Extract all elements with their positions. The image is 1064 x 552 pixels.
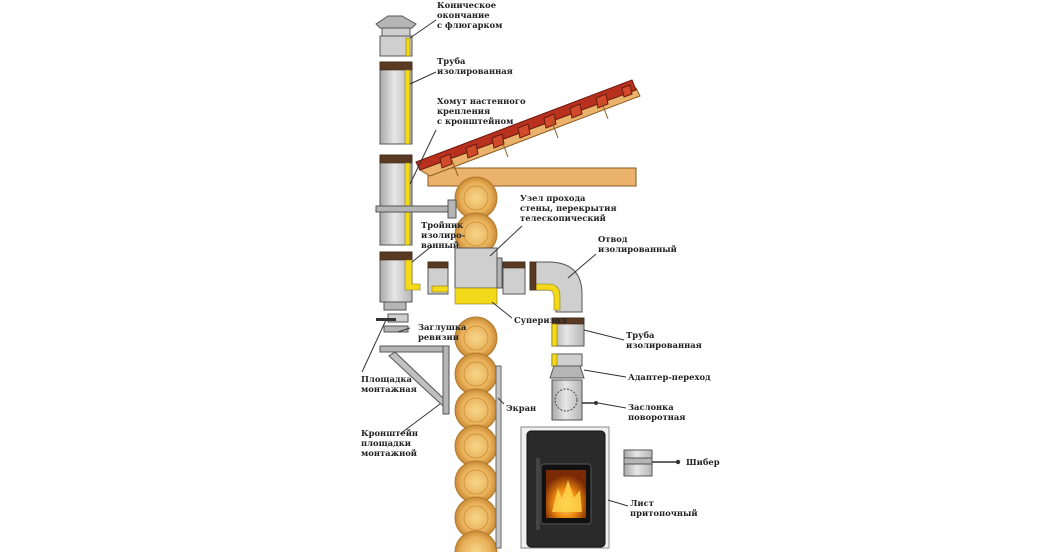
mount-platform — [376, 318, 396, 321]
label-pass-through: Узел прохода стены, перекрытия телескопи… — [520, 193, 619, 223]
label-wall-clamp: Хомут настенного крепления с кронштейном — [437, 96, 529, 126]
label-inspection-cap: Заглушка ревизии — [418, 322, 469, 342]
leader-lines — [361, 19, 629, 507]
label-mount-platform: Площадка монтажная — [361, 374, 417, 394]
log-wall — [454, 176, 498, 552]
stove — [520, 426, 610, 549]
label-pipe-insulated-top: Труба изолированная — [437, 56, 513, 76]
platform-bracket — [379, 345, 450, 415]
label-superizol: Суперизол — [514, 315, 566, 325]
chimney-vertical — [375, 15, 457, 333]
label-elbow: Отвод изолированный — [598, 234, 677, 254]
roof-battens — [451, 102, 609, 177]
ceiling-beam — [427, 167, 637, 187]
superizol-insulation — [454, 287, 498, 305]
label-shiber: Шибер — [686, 457, 720, 467]
label-adapter: Адаптер-переход — [628, 372, 711, 382]
label-platform-bracket: Кронштейн площадки монтажной — [361, 428, 421, 458]
label-pipe-insulated-right: Труба изолированная — [626, 330, 702, 350]
label-screen: Экран — [506, 403, 536, 413]
label-damper-rotary: Заслонка поворотная — [628, 402, 686, 422]
label-tee: Тройник изолиро- ванный — [421, 220, 468, 250]
wall-clamp-rod — [375, 205, 457, 213]
label-pre-furnace-sheet: Лист притопочный — [630, 498, 698, 518]
heat-screen — [495, 365, 502, 549]
wall-pass-through — [454, 247, 503, 305]
label-conical-top: Коническое окончание с флюгарком — [437, 0, 502, 30]
roof-tile-ridges — [439, 84, 633, 169]
conical-cap — [375, 15, 417, 29]
connection-run — [502, 261, 598, 421]
shiber — [623, 449, 681, 477]
